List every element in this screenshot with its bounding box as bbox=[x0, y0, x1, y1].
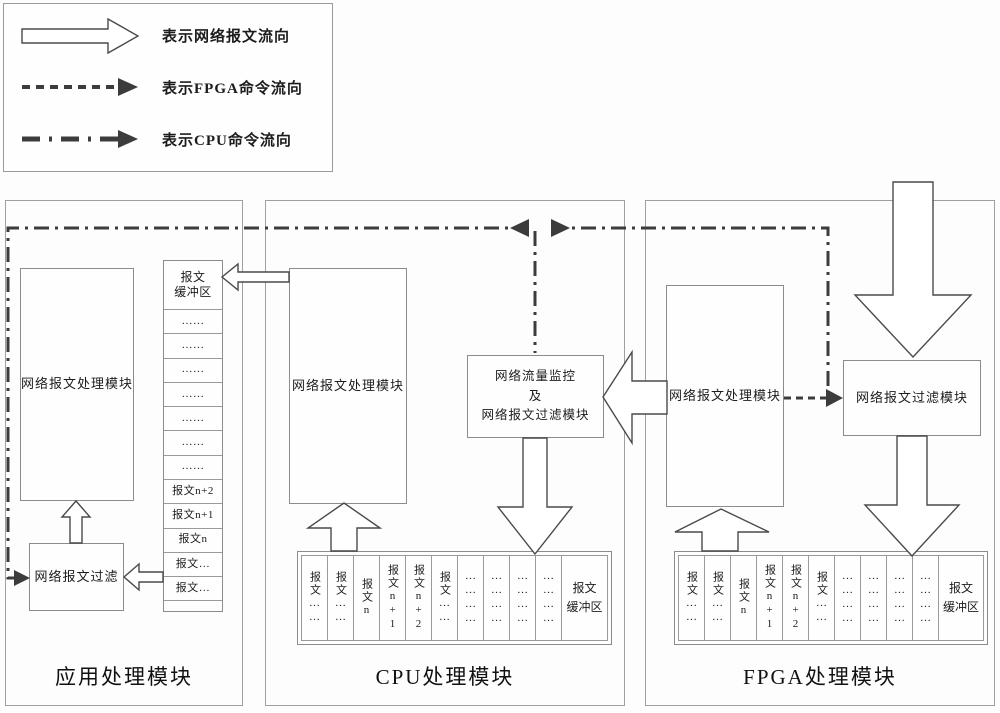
buffer-cell: ………… bbox=[484, 555, 510, 641]
buffer-cell-text: 报文n bbox=[737, 578, 750, 618]
buffer-cell-text: 报文n+1 bbox=[386, 564, 399, 632]
buffer-cell-text: 报文…… bbox=[815, 571, 828, 625]
legend-row-network-flow: 表示网络报文流向 bbox=[4, 13, 332, 59]
cpu-traffic-monitor-filter-box: 网络流量监控 及 网络报文过滤模块 bbox=[467, 355, 604, 438]
buffer-cell: ………… bbox=[861, 555, 887, 641]
buffer-cell bbox=[164, 601, 222, 611]
buffer-cell: ………… bbox=[835, 555, 861, 641]
buffer-cell: …… bbox=[164, 334, 222, 359]
buffer-cell-text: 报文…… bbox=[334, 571, 347, 625]
hollow-arrow-sample-icon bbox=[21, 17, 140, 55]
buffer-cell: ………… bbox=[887, 555, 913, 641]
cpu-module-title: CPU处理模块 bbox=[375, 665, 515, 689]
buffer-cell-text: 报文…… bbox=[438, 571, 451, 625]
legend-label: 表示网络报文流向 bbox=[162, 29, 291, 46]
buffer-cell: ………… bbox=[913, 555, 939, 641]
buffer-cell-text: 报文…… bbox=[308, 571, 321, 625]
buffer-cell-text: 报文…… bbox=[711, 571, 724, 625]
buffer-header-cell: 报文 缓冲区 bbox=[562, 555, 608, 641]
fpga-packet-processing-box: 网络报文处理模块 bbox=[666, 285, 784, 507]
fpga-packet-buffer: 报文…… 报文…… 报文n 报文n+1 报文n+2 报文…… ………… …………… bbox=[674, 551, 988, 645]
application-module-title: 应用处理模块 bbox=[55, 665, 193, 689]
dashdot-arrow-sample-icon bbox=[22, 130, 138, 149]
buffer-cell-text: ………… bbox=[893, 570, 906, 626]
buffer-cell-text: ………… bbox=[490, 570, 503, 626]
legend-label: 表示CPU命令流向 bbox=[162, 132, 292, 149]
buffer-cell: 报文n bbox=[164, 529, 222, 553]
buffer-cell: …… bbox=[164, 407, 222, 432]
buffer-header-cell: 报文 缓冲区 bbox=[939, 555, 984, 641]
buffer-cell-text: 报文n+2 bbox=[789, 564, 802, 632]
fpga-packet-filter-box: 网络报文过滤模块 bbox=[843, 360, 981, 436]
buffer-cell: …… bbox=[164, 431, 222, 456]
buffer-cell: 报文…… bbox=[328, 555, 354, 641]
buffer-cell: …… bbox=[164, 383, 222, 408]
buffer-cell: 报文…… bbox=[678, 555, 705, 641]
buffer-cell: 报文…… bbox=[705, 555, 731, 641]
buffer-cell-text: ………… bbox=[841, 570, 854, 626]
buffer-cell: 报文n+1 bbox=[164, 504, 222, 529]
buffer-cell: …… bbox=[164, 456, 222, 480]
buffer-cell: 报文…… bbox=[432, 555, 458, 641]
fpga-module-title: FPGA处理模块 bbox=[743, 665, 897, 689]
legend-row-cpu-cmd: 表示CPU命令流向 bbox=[4, 116, 332, 162]
app-packet-filter-box: 网络报文过滤 bbox=[29, 543, 124, 611]
legend-row-fpga-cmd: 表示FPGA命令流向 bbox=[4, 64, 332, 110]
buffer-cell: 报文…… bbox=[809, 555, 835, 641]
buffer-cell: 报文… bbox=[164, 553, 222, 578]
buffer-cell-text: 报文n+1 bbox=[763, 564, 776, 632]
buffer-cell: ………… bbox=[510, 555, 536, 641]
cpu-packet-processing-box: 网络报文处理模块 bbox=[289, 268, 407, 504]
buffer-cell: 报文n+2 bbox=[783, 555, 809, 641]
buffer-cell: …… bbox=[164, 359, 222, 383]
buffer-cell: 报文n+1 bbox=[380, 555, 406, 641]
buffer-cell: ………… bbox=[536, 555, 562, 641]
buffer-cell: …… bbox=[164, 310, 222, 335]
buffer-cell: 报文n bbox=[731, 555, 757, 641]
buffer-cell-text: 报文n bbox=[360, 578, 373, 618]
buffer-cell: 报文n+2 bbox=[406, 555, 432, 641]
buffer-cell: ………… bbox=[458, 555, 484, 641]
buffer-cell-text: 报文n+2 bbox=[412, 564, 425, 632]
fpga-module: FPGA处理模块 bbox=[645, 200, 995, 706]
buffer-cell-text: ………… bbox=[516, 570, 529, 626]
buffer-cell-text: ………… bbox=[464, 570, 477, 626]
buffer-cell-text: ………… bbox=[919, 570, 932, 626]
cpu-module: CPU处理模块 bbox=[265, 200, 625, 706]
buffer-cell-text: ………… bbox=[542, 570, 555, 626]
buffer-cell-text: ………… bbox=[867, 570, 880, 626]
buffer-cell: 报文n+1 bbox=[757, 555, 783, 641]
buffer-cell: 报文n bbox=[354, 555, 380, 641]
buffer-cell: 报文…… bbox=[301, 555, 328, 641]
app-packet-buffer: 报文 缓冲区 …… …… …… …… …… …… …… 报文n+2 报文n+1 … bbox=[163, 260, 223, 612]
buffer-cell: 报文… bbox=[164, 577, 222, 602]
buffer-cell: 报文 缓冲区 bbox=[164, 261, 222, 310]
dashed-arrow-sample-icon bbox=[22, 78, 138, 97]
cpu-packet-buffer: 报文…… 报文…… 报文n 报文n+1 报文n+2 报文…… ………… …………… bbox=[297, 551, 612, 645]
legend-box: 表示网络报文流向 表示FPGA命令流向 表示CPU命令流向 bbox=[3, 3, 333, 172]
app-packet-processing-box: 网络报文处理模块 bbox=[20, 268, 134, 501]
buffer-cell-text: 报文…… bbox=[685, 571, 698, 625]
buffer-cell: 报文n+2 bbox=[164, 480, 222, 505]
legend-label: 表示FPGA命令流向 bbox=[162, 80, 303, 97]
